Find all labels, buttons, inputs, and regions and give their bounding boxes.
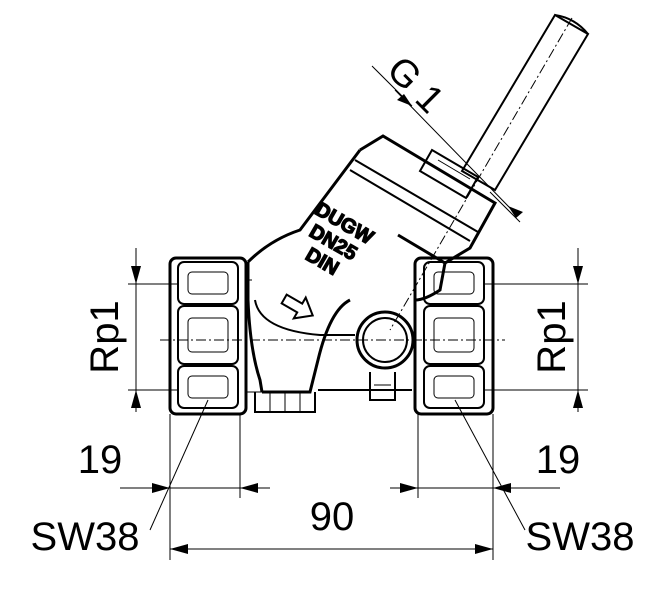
dim-right-label: 19 [536, 438, 581, 482]
dim-left-label: 19 [78, 438, 123, 482]
left-union-nut [168, 256, 262, 416]
sw-left-leader [149, 399, 209, 531]
sw-left-label: SW38 [31, 515, 140, 559]
flow-arrow-icon [280, 293, 315, 320]
valve-stem [349, 13, 590, 265]
dim-90-total [170, 544, 493, 554]
rp-dimension-left [128, 248, 178, 412]
dim-19-right [390, 483, 560, 493]
right-union-nut [413, 256, 495, 416]
dim-total-label: 90 [310, 495, 355, 539]
dim-19-left [120, 483, 270, 493]
rp-left-label: Rp1 [83, 300, 127, 373]
rp-right-label: Rp1 [530, 300, 574, 373]
sw-right-label: SW38 [526, 515, 635, 559]
stem-centerline [389, 17, 573, 331]
sw-right-leader [454, 399, 526, 531]
thread-dimension [371, 65, 523, 223]
valve-body [246, 149, 447, 413]
rp-dimension-right [484, 248, 588, 412]
thread-label: G 1 [379, 49, 452, 122]
